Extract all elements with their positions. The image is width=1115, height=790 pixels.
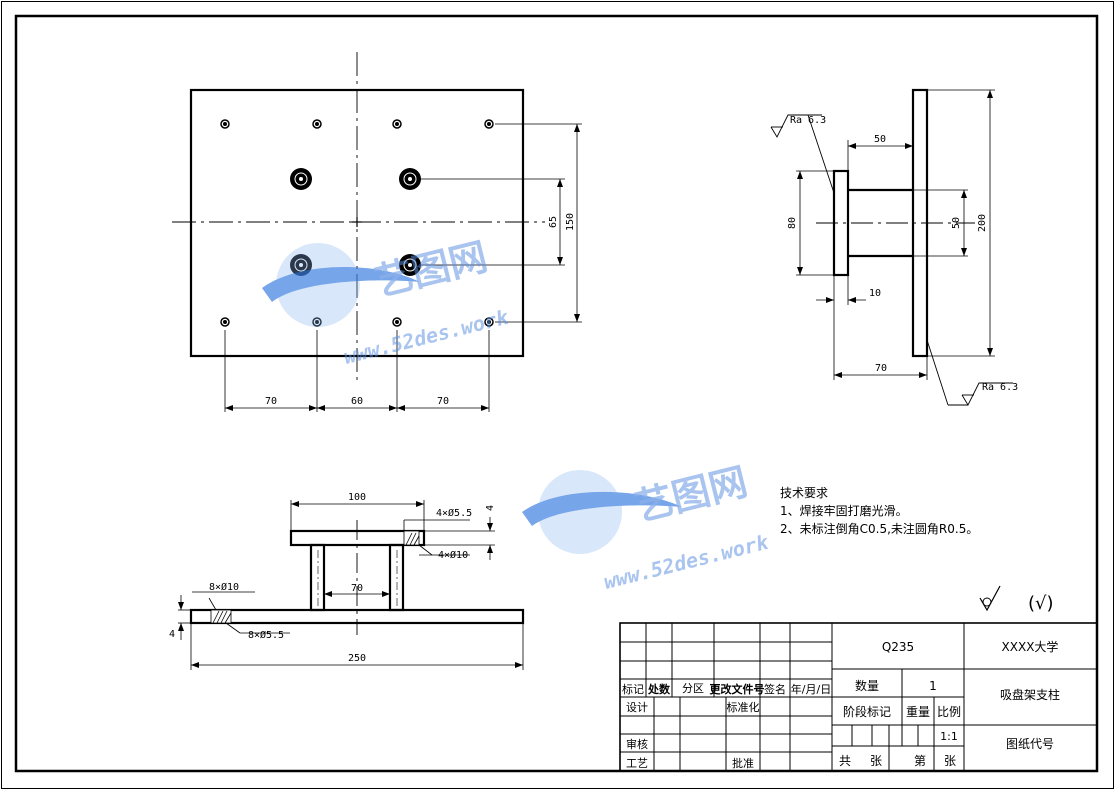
small-hole xyxy=(220,119,494,327)
dim-8x10: 8×Ø10 xyxy=(209,581,239,593)
tb-shenhe: 审核 xyxy=(626,737,648,751)
tb-chushu: 处数 xyxy=(647,682,671,696)
tech-line-2: 2、未标注倒角C0.5,未注圆角R0.5。 xyxy=(780,521,978,536)
tb-biaoji: 标记 xyxy=(622,682,644,696)
tb-di: 第 xyxy=(914,754,926,768)
tb-sheji: 设计 xyxy=(626,701,648,714)
roughness-mark xyxy=(770,114,835,194)
tb-zhang-2: 张 xyxy=(944,754,956,768)
tb-material: Q235 xyxy=(882,640,914,654)
tb-bili: 比例 xyxy=(937,705,961,719)
technical-requirements: 技术要求 1、焊接牢固打磨光滑。 2、未标注倒角C0.5,未注圆角R0.5。 xyxy=(780,486,978,536)
front-column-right xyxy=(388,543,405,612)
tb-zhongliang: 重量 xyxy=(906,705,930,719)
tb-pizhun: 批准 xyxy=(732,756,754,770)
watermark-brand: 艺图网 xyxy=(630,459,751,529)
dim-4-top: 4 xyxy=(485,505,496,511)
dim-65: 65 xyxy=(548,216,559,228)
front-column-left xyxy=(309,543,326,612)
dim-8x55: 8×Ø5.5 xyxy=(248,629,284,641)
dim-70-left: 70 xyxy=(265,396,277,407)
watermark-logo: 艺图网 www.52des.work xyxy=(522,459,772,594)
tb-shuliang-label: 数量 xyxy=(855,678,879,693)
tb-wenjian: 更改文件号 xyxy=(710,682,765,696)
tb-fenqu: 分区 xyxy=(682,682,704,695)
tb-tuzhi: 图纸代号 xyxy=(1006,737,1054,751)
watermark-url: www.52des.work xyxy=(341,305,511,369)
inner-border xyxy=(14,14,1099,773)
tb-school: XXXX大学 xyxy=(1002,639,1059,654)
dim-200: 200 xyxy=(977,214,988,232)
dim-80: 80 xyxy=(787,217,798,229)
tb-qianming: 签名 xyxy=(764,682,786,696)
dim-70-right: 70 xyxy=(437,396,449,407)
dim-100: 100 xyxy=(348,492,366,503)
dim-50-top: 50 xyxy=(874,134,886,145)
roughness-mark xyxy=(926,339,1013,406)
tech-line-1: 1、焊接牢固打磨光滑。 xyxy=(780,503,908,518)
roughness-symbol-text: (√) xyxy=(1028,593,1054,614)
side-view: 50 80 50 200 10 70 Ra 6.3 Ra 6.3 xyxy=(770,88,1018,406)
tb-bili-value: 1:1 xyxy=(940,730,958,743)
front-top-plate xyxy=(289,529,426,547)
tb-jieduan: 阶段标记 xyxy=(843,704,891,719)
dim-70-front: 70 xyxy=(351,583,363,594)
dim-250: 250 xyxy=(348,653,366,664)
dim-60: 60 xyxy=(351,396,363,407)
counterbore-section-top xyxy=(403,530,420,546)
watermark-brand: 艺图网 xyxy=(370,234,491,304)
watermark-url: www.52des.work xyxy=(601,530,771,594)
tb-biaozhunhua: 标准化 xyxy=(727,700,760,714)
dim-50-right: 50 xyxy=(951,217,962,229)
tb-shuliang-value: 1 xyxy=(929,679,937,693)
counterbore-section-bottom xyxy=(210,609,232,624)
dim-4x10: 4×Ø10 xyxy=(438,549,468,561)
front-view: 100 4×Ø5.5 4 4×Ø10 8×Ø10 70 4 8×Ø5.5 250 xyxy=(169,492,525,670)
tb-date: 年/月/日 xyxy=(791,682,831,696)
dim-150: 150 xyxy=(565,213,576,231)
watermark-logo: 艺图网 www.52des.work xyxy=(262,234,512,369)
roughness-label-2: Ra 6.3 xyxy=(982,382,1018,393)
dim-10: 10 xyxy=(869,288,881,299)
dim-4-left: 4 xyxy=(169,629,175,640)
roughness-label-1: Ra 6.3 xyxy=(790,115,826,126)
dim-70-bottom: 70 xyxy=(875,363,887,374)
general-roughness-symbol: (√) xyxy=(979,585,1054,614)
tb-part-name: 吸盘架支柱 xyxy=(1000,687,1060,702)
title-block: 标记 处数 分区 更改文件号 签名 年/月/日 设计 标准化 审核 工艺 批准 … xyxy=(619,622,1098,772)
tech-title: 技术要求 xyxy=(780,486,828,500)
tb-gongyi: 工艺 xyxy=(626,757,648,770)
tb-zhang-1: 张 xyxy=(870,754,882,768)
tb-gong: 共 xyxy=(839,754,851,768)
dim-4x55-top: 4×Ø5.5 xyxy=(436,507,472,519)
